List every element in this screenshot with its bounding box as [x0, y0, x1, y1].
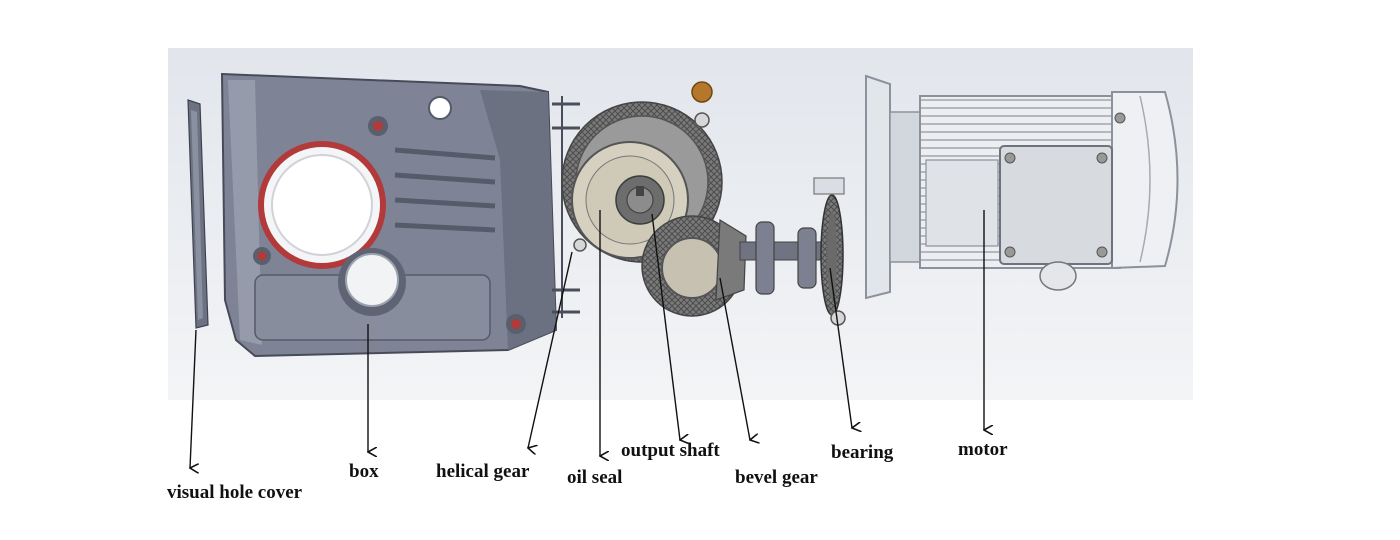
arrow-bearing [829, 267, 852, 428]
bevel-gear-part [641, 215, 747, 317]
label-bearing: bearing [831, 442, 894, 463]
label-visual-hole-cover: visual hole cover [167, 482, 303, 503]
arrow-bevel-gear [719, 277, 750, 440]
label-oil-seal: oil seal [567, 467, 622, 488]
arrow-output-shaft [651, 213, 680, 440]
output-shaft-part [615, 175, 665, 225]
housing-studs [552, 96, 580, 318]
washer-left [573, 238, 587, 252]
washer-top [694, 112, 710, 128]
arrow-helical-gear [528, 251, 573, 448]
label-helical-gear: helical gear [436, 461, 530, 482]
pinion-shaft-part [739, 221, 825, 295]
visual-hole-cover-part [187, 99, 209, 329]
leader-arrows [190, 210, 984, 468]
arrow-visual-hole-cover [190, 329, 196, 468]
label-motor: motor [958, 439, 1008, 460]
label-box: box [349, 461, 379, 482]
motor-part [813, 74, 1179, 300]
gearbox-housing-part [220, 72, 558, 358]
label-output-shaft: output shaft [621, 440, 720, 461]
brass-plug [691, 81, 713, 103]
label-bevel-gear: bevel gear [735, 467, 818, 488]
bearing-part [820, 194, 844, 316]
